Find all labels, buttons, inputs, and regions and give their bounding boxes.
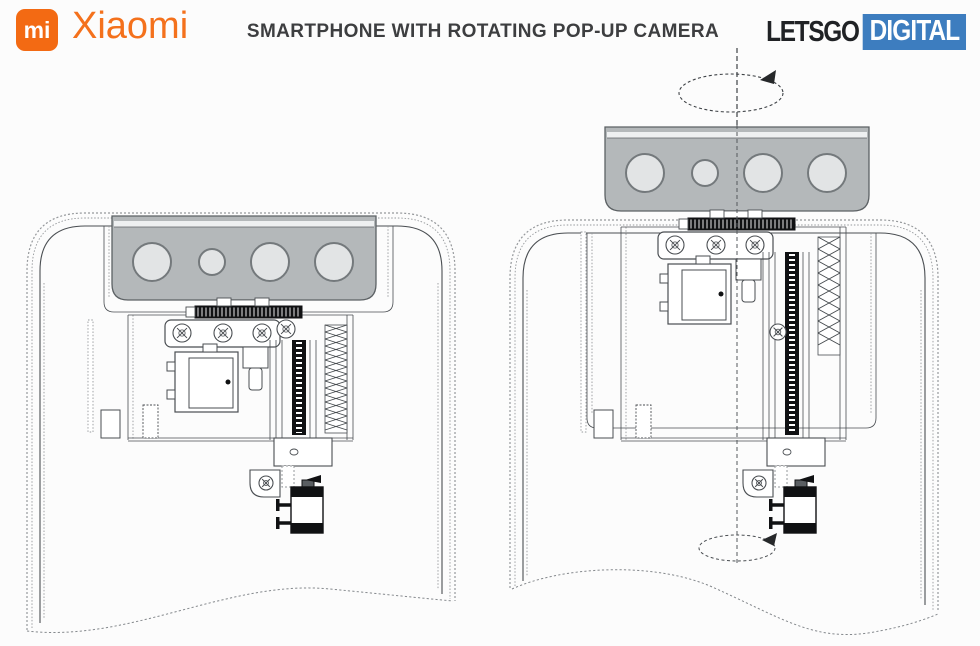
rack-strip	[785, 252, 799, 435]
letsgo-text: LETSGO	[766, 15, 860, 48]
lens-circle	[132, 242, 172, 282]
part-label-mark	[782, 448, 792, 456]
rack-strip	[292, 340, 306, 435]
header: mi Xiaomi SMARTPHONE WITH ROTATING POP-U…	[0, 0, 980, 62]
arrowhead	[760, 70, 776, 84]
screw-icon	[172, 323, 192, 343]
page-title: SMARTPHONE WITH ROTATING POP-UP CAMERA	[246, 21, 720, 42]
screw-icon	[213, 323, 233, 343]
drive-motor	[769, 479, 817, 534]
screw-icon	[769, 323, 787, 341]
rotation-arrow-top	[678, 70, 784, 113]
screw-icon	[258, 475, 274, 491]
digital-badge: DIGITAL	[862, 14, 966, 50]
lift-mechanism	[87, 297, 354, 442]
arrowhead	[762, 533, 777, 546]
screw-icon	[665, 235, 685, 255]
lens-circle	[807, 153, 847, 193]
camera-module	[111, 215, 377, 307]
screw-icon	[276, 319, 296, 339]
patent-figure-camera-retracted	[26, 212, 456, 633]
drive-assembly	[742, 437, 826, 534]
lens-circle	[314, 242, 354, 282]
screw-icon	[745, 235, 765, 255]
drive-motor	[276, 479, 324, 534]
part-label-mark	[289, 448, 299, 456]
screw-icon	[252, 323, 272, 343]
pointer-triangle	[798, 475, 814, 483]
spring	[324, 324, 348, 434]
xiaomi-mi-icon: mi	[16, 9, 58, 51]
guide-rails	[269, 340, 317, 440]
rotation-arrow-bottom	[698, 533, 777, 562]
xiaomi-wordmark: Xiaomi	[72, 5, 189, 47]
lens-circle	[691, 159, 719, 187]
break-line	[26, 587, 454, 633]
lift-mechanism	[580, 209, 847, 442]
break-line	[511, 569, 939, 636]
letsgodigital-logo: LETSGO DIGITAL	[766, 14, 966, 50]
drive-assembly	[249, 437, 333, 534]
motor-block	[166, 343, 239, 413]
pointer-triangle	[305, 475, 321, 483]
gear-rack	[678, 217, 796, 231]
spring	[817, 236, 841, 356]
lens-circle	[250, 242, 290, 282]
camera-slot	[586, 233, 877, 429]
motor-block	[659, 255, 732, 325]
patent-figure-camera-extended	[509, 48, 939, 636]
guide-rails	[762, 252, 810, 440]
screw-icon	[706, 235, 726, 255]
lens-circle	[625, 153, 665, 193]
lens-circle	[198, 248, 226, 276]
screw-icon	[751, 475, 767, 491]
lens-circle	[743, 153, 783, 193]
gear-rack	[185, 305, 303, 319]
